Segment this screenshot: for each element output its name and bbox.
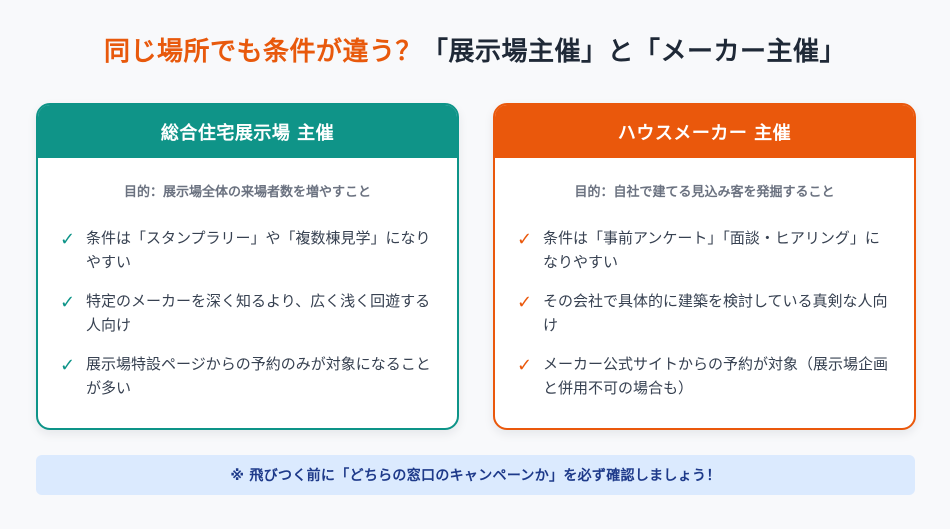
list-item: ✓ メーカー公式サイトからの予約が対象（展示場企画と併用不可の場合も）	[517, 352, 894, 400]
condition-list: ✓ 条件は「事前アンケート」「面談・ヒアリング」になりやすい ✓ その会社で具体…	[495, 226, 914, 400]
card-header: 総合住宅展示場 主催	[38, 105, 457, 158]
check-icon: ✓	[517, 229, 533, 250]
list-item-text: その会社で具体的に建築を検討している真剣な人向け	[543, 292, 888, 334]
list-item: ✓ その会社で具体的に建築を検討している真剣な人向け	[517, 289, 894, 337]
check-icon: ✓	[517, 292, 533, 313]
list-item-text: 特定のメーカーを深く知るより、広く浅く回遊する人向け	[86, 292, 431, 334]
card-purpose: 目的：自社で建てる見込み客を発掘すること	[574, 185, 835, 200]
list-item-text: 条件は「スタンプラリー」や「複数棟見学」になりやすい	[86, 229, 431, 271]
title-main: 「展示場主催」と「メーカー主催」	[422, 37, 847, 67]
list-item: ✓ 条件は「スタンプラリー」や「複数棟見学」になりやすい	[60, 226, 437, 274]
check-icon: ✓	[60, 229, 76, 250]
list-item-text: 条件は「事前アンケート」「面談・ヒアリング」になりやすい	[543, 229, 880, 271]
list-item: ✓ 特定のメーカーを深く知るより、広く浅く回遊する人向け	[60, 289, 437, 337]
list-item-text: 展示場特設ページからの予約のみが対象になることが多い	[86, 355, 431, 397]
list-item: ✓ 条件は「事前アンケート」「面談・ヒアリング」になりやすい	[517, 226, 894, 274]
list-item-text: メーカー公式サイトからの予約が対象（展示場企画と併用不可の場合も）	[543, 355, 889, 397]
card-purpose: 目的：展示場全体の来場者数を増やすこと	[123, 185, 371, 200]
card-header: ハウスメーカー 主催	[495, 105, 914, 158]
list-item: ✓ 展示場特設ページからの予約のみが対象になることが多い	[60, 352, 437, 400]
page-title: 同じ場所でも条件が違う？「展示場主催」と「メーカー主催」	[0, 32, 950, 72]
check-icon: ✓	[517, 355, 533, 376]
check-icon: ✓	[60, 292, 76, 313]
card-maker-hosted: ハウスメーカー 主催 目的：自社で建てる見込み客を発掘すること ✓ 条件は「事前…	[493, 103, 916, 430]
card-exhibition-hosted: 総合住宅展示場 主催 目的：展示場全体の来場者数を増やすこと ✓ 条件は「スタン…	[36, 103, 459, 430]
notice-banner: ※ 飛びつく前に「どちらの窓口のキャンペーンか」を必ず確認しましょう！	[36, 455, 915, 495]
title-accent: 同じ場所でも条件が違う？	[103, 37, 422, 67]
notice-text: ※ 飛びつく前に「どちらの窓口のキャンペーンか」を必ず確認しましょう！	[230, 468, 721, 484]
condition-list: ✓ 条件は「スタンプラリー」や「複数棟見学」になりやすい ✓ 特定のメーカーを深…	[38, 226, 457, 400]
check-icon: ✓	[60, 355, 76, 376]
